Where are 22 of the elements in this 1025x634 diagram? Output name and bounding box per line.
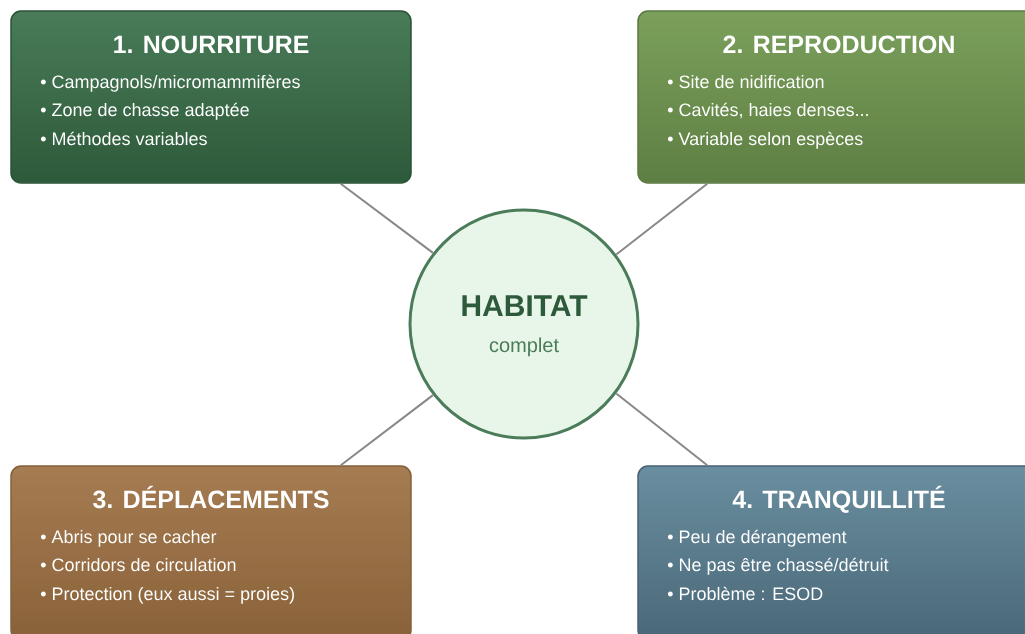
bullet-item: • Protection (eux aussi = proies): [40, 586, 294, 604]
connector-line: [339, 394, 434, 467]
bullet-item: • Cavités, haies denses...: [667, 102, 868, 119]
bullet-item: • Corridors de circulation: [40, 557, 236, 572]
hub-subtitle: complet: [489, 337, 559, 357]
bullet-item: • Site de nidification: [667, 74, 824, 89]
bullet-item: • Problème : ESOD: [667, 586, 823, 601]
card-heading: 1. NOURRITURE: [114, 35, 309, 54]
bullet-item: • Ne pas être chassé/détruit: [667, 557, 889, 575]
bullet-item: • Variable selon espèces: [667, 131, 863, 149]
bullet-item: • Zone de chasse adaptée: [40, 102, 249, 120]
bullet-item: • Peu de dérangement: [667, 529, 847, 547]
hub-title: HABITAT: [462, 295, 588, 316]
connector-line: [615, 392, 709, 467]
card-heading: 3. DÉPLACEMENTS: [93, 485, 329, 509]
bullet-item: • Méthodes variables: [40, 131, 207, 146]
bullet-item: • Abris pour se cacher: [40, 529, 217, 547]
bullet-item: • Campagnols/micromammifères: [40, 74, 300, 92]
connector-line: [615, 182, 709, 256]
card-heading: 2. REPRODUCTION: [723, 35, 954, 54]
connector-line: [339, 182, 434, 254]
card-heading: 4. TRANQUILLITÉ: [732, 485, 945, 513]
